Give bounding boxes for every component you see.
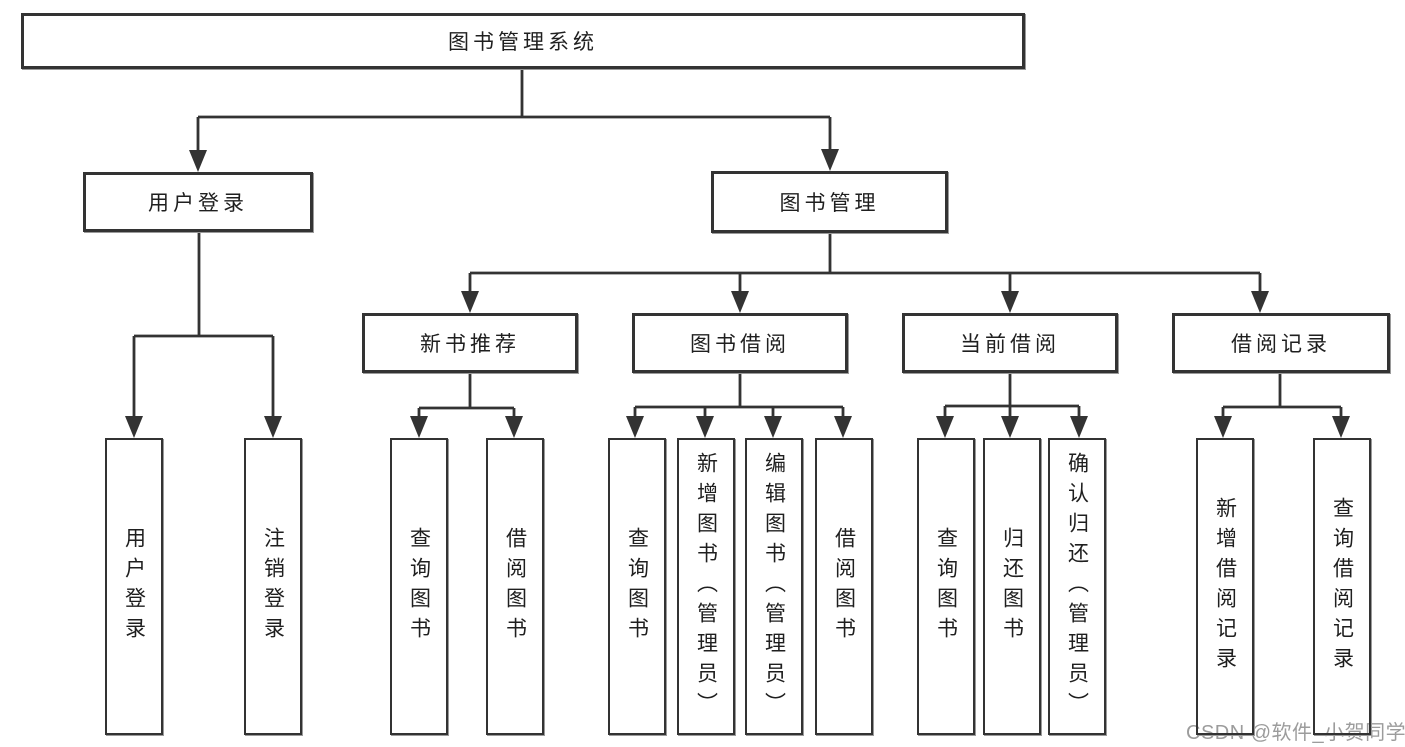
node-book-borrow-label: 图书借阅 — [690, 333, 790, 356]
arrow-down-icon — [1001, 416, 1019, 438]
leaf-confirm-return-admin-label: 确认归还（管理员） — [1065, 451, 1089, 722]
connector-new-book-group — [417, 373, 516, 418]
connector-book-borrow-group — [633, 373, 845, 418]
connector-book-management-to-level2 — [468, 233, 1262, 293]
leaf-edit-book-admin: 编辑图书（管理员） — [745, 438, 803, 735]
connector-current-borrow-group — [943, 373, 1081, 418]
arrow-down-icon — [626, 416, 644, 438]
connector-user-login-group — [132, 232, 275, 418]
leaf-user-login-label: 用户登录 — [122, 526, 146, 647]
leaf-query-borrow-record-label: 查询借阅记录 — [1330, 496, 1354, 677]
node-user-login: 用户登录 — [83, 172, 313, 232]
arrow-down-icon — [834, 416, 852, 438]
leaf-add-book-admin-label: 新增图书（管理员） — [694, 451, 718, 722]
leaf-query-books-borrow-label: 查询图书 — [625, 526, 649, 647]
arrow-down-icon — [1251, 291, 1269, 313]
node-new-book-recommend: 新书推荐 — [362, 313, 578, 373]
arrow-down-icon — [936, 416, 954, 438]
arrow-down-icon — [764, 416, 782, 438]
node-borrow-records-label: 借阅记录 — [1231, 333, 1331, 356]
arrow-down-icon — [1214, 416, 1232, 438]
leaf-borrow-books-label: 借阅图书 — [832, 526, 856, 647]
node-book-management: 图书管理 — [711, 171, 948, 233]
leaf-return-book-label: 归还图书 — [1000, 526, 1024, 647]
connector-root-to-level1 — [196, 69, 832, 152]
leaf-logout-label: 注销登录 — [261, 526, 285, 647]
leaf-borrow-books-recommend-label: 借阅图书 — [503, 526, 527, 647]
leaf-user-login: 用户登录 — [105, 438, 163, 735]
arrow-down-icon — [264, 416, 282, 438]
leaf-borrow-books: 借阅图书 — [815, 438, 873, 735]
node-root: 图书管理系统 — [21, 13, 1025, 69]
node-book-borrow: 图书借阅 — [632, 313, 848, 373]
arrow-down-icon — [125, 416, 143, 438]
node-new-book-recommend-label: 新书推荐 — [420, 333, 520, 356]
leaf-query-books-current-label: 查询图书 — [934, 526, 958, 647]
leaf-add-borrow-record-label: 新增借阅记录 — [1213, 496, 1237, 677]
arrow-down-icon — [461, 291, 479, 313]
leaf-add-borrow-record: 新增借阅记录 — [1196, 438, 1254, 735]
leaf-query-books-recommend-label: 查询图书 — [407, 526, 431, 647]
leaf-logout: 注销登录 — [244, 438, 302, 735]
arrow-down-icon — [505, 416, 523, 438]
node-current-borrow-label: 当前借阅 — [960, 333, 1060, 356]
arrow-down-icon — [821, 149, 839, 171]
leaf-borrow-books-recommend: 借阅图书 — [486, 438, 544, 735]
arrowheads — [125, 149, 1350, 438]
arrow-down-icon — [189, 150, 207, 172]
arrow-down-icon — [731, 291, 749, 313]
leaf-return-book: 归还图书 — [983, 438, 1041, 735]
leaf-edit-book-admin-label: 编辑图书（管理员） — [762, 451, 786, 722]
node-user-login-label: 用户登录 — [148, 192, 248, 215]
arrow-down-icon — [410, 416, 428, 438]
arrow-down-icon — [1332, 416, 1350, 438]
arrow-down-icon — [1070, 416, 1088, 438]
arrow-down-icon — [696, 416, 714, 438]
leaf-add-book-admin: 新增图书（管理员） — [677, 438, 735, 735]
leaf-confirm-return-admin: 确认归还（管理员） — [1048, 438, 1106, 735]
leaf-query-borrow-record: 查询借阅记录 — [1313, 438, 1371, 735]
leaf-query-books-current: 查询图书 — [917, 438, 975, 735]
leaf-query-books-borrow: 查询图书 — [608, 438, 666, 735]
node-borrow-records: 借阅记录 — [1172, 313, 1390, 373]
node-book-management-label: 图书管理 — [779, 192, 880, 215]
leaf-query-books-recommend: 查询图书 — [390, 438, 448, 735]
arrow-down-icon — [1001, 291, 1019, 313]
node-current-borrow: 当前借阅 — [902, 313, 1118, 373]
connector-borrow-records-group — [1221, 373, 1343, 418]
csdn-watermark: CSDN @软件_小贺同学 — [1186, 722, 1405, 744]
node-root-label: 图书管理系统 — [448, 31, 598, 54]
